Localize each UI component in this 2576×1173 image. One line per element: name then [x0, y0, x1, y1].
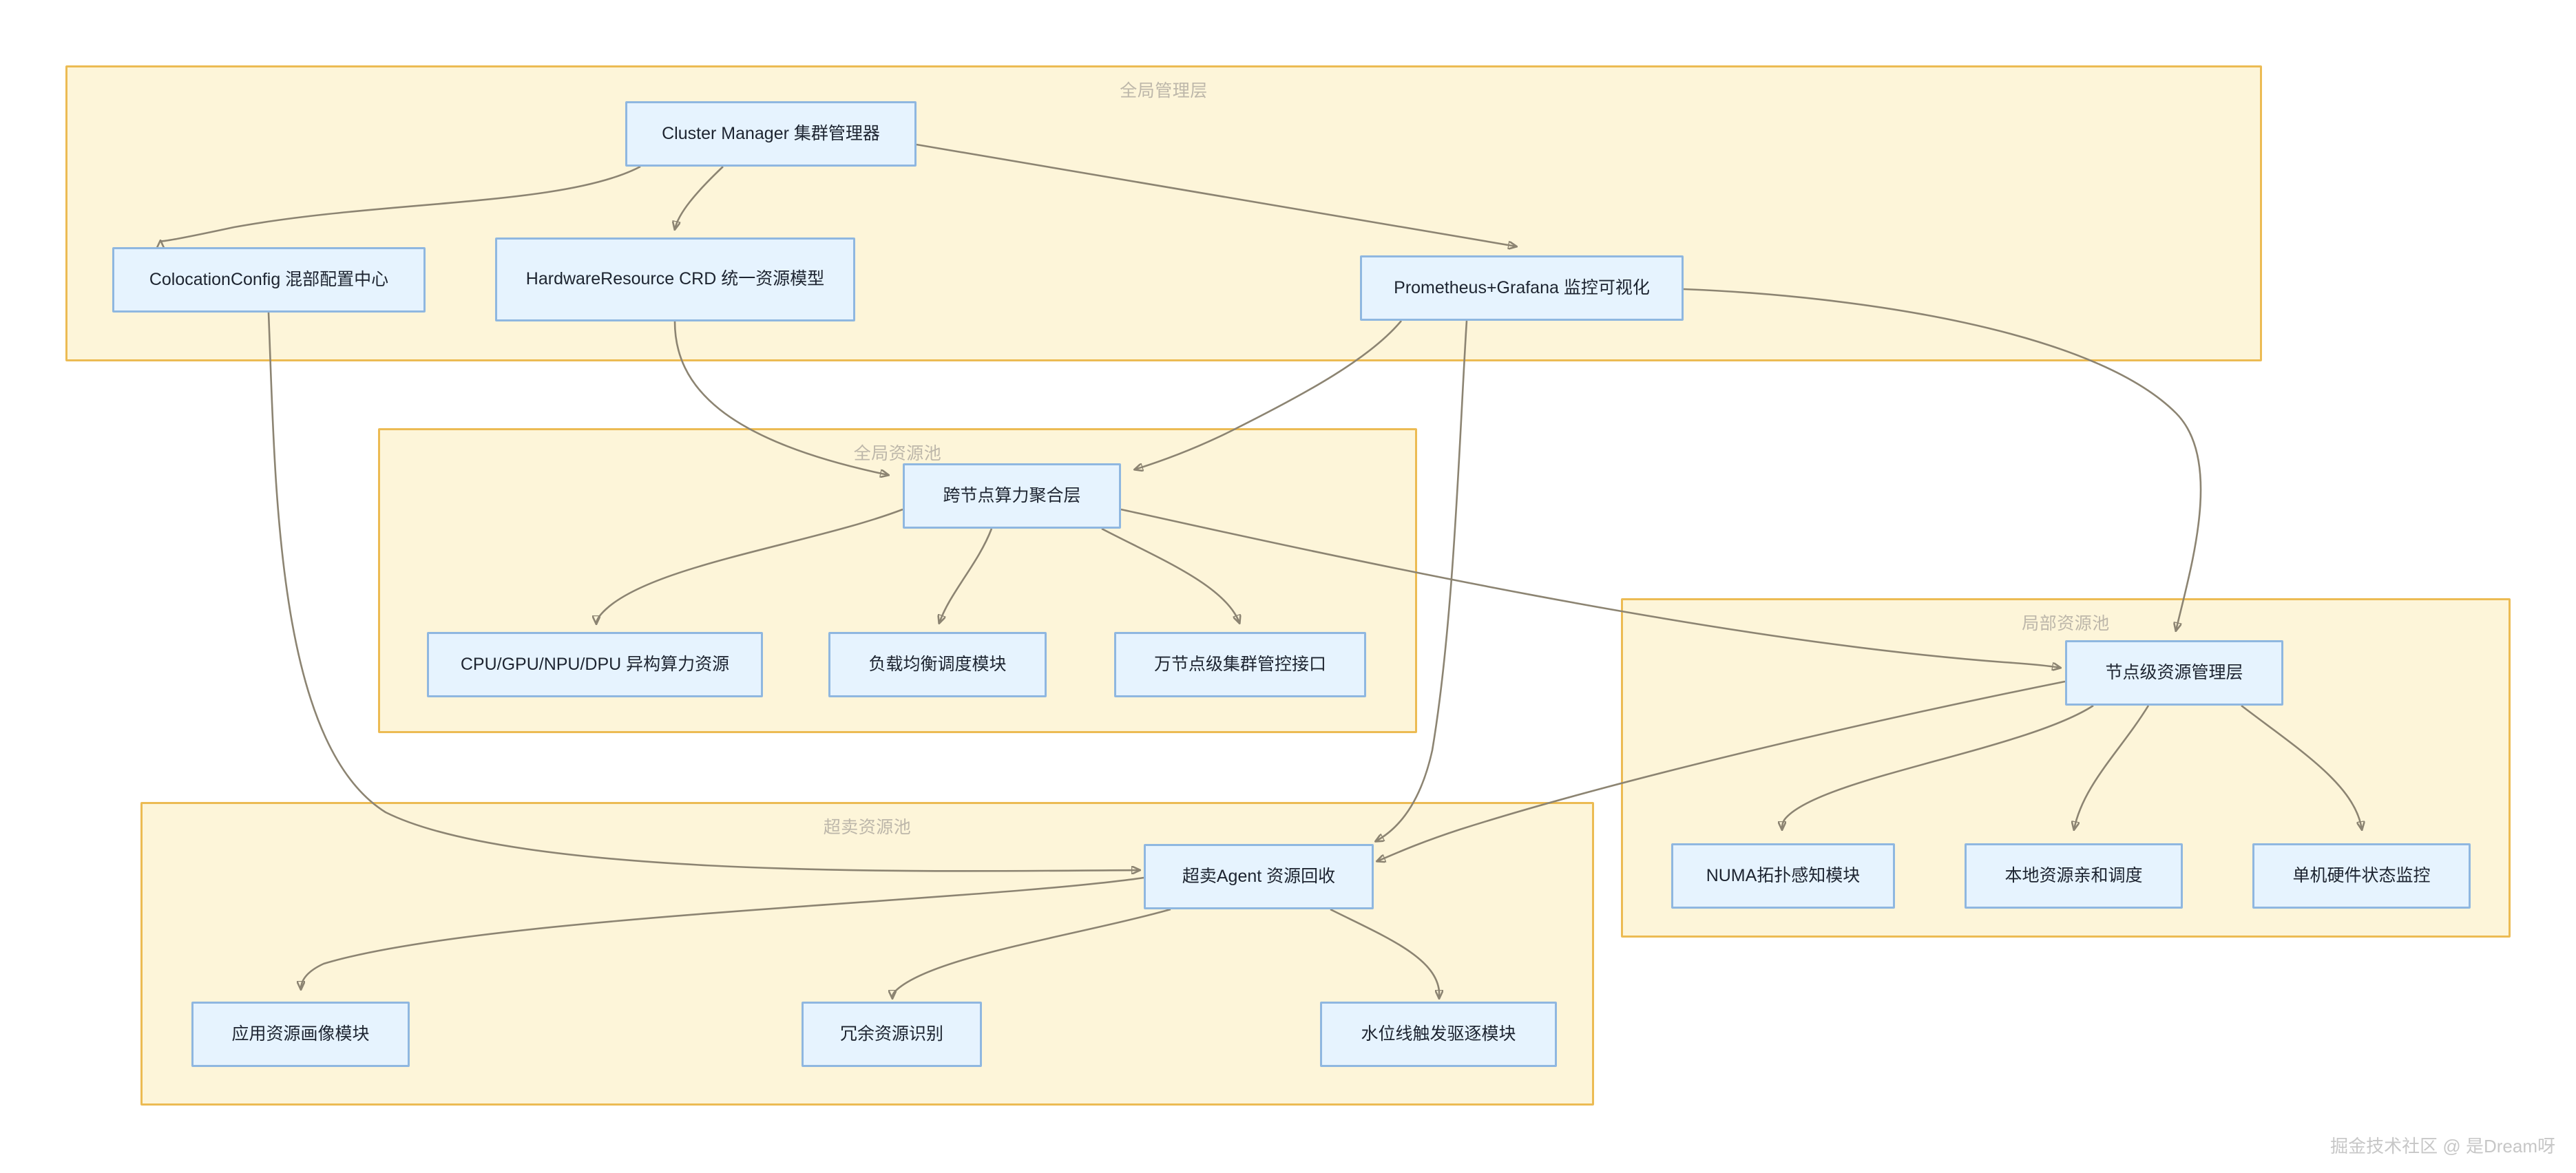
cluster-title-oversell-resource-pool: 超卖资源池	[823, 818, 912, 837]
node-hardware-state-monitor[interactable]: 单机硬件状态监控	[2252, 843, 2471, 909]
node-colocation-config[interactable]: ColocationConfig 混部配置中心	[112, 247, 426, 313]
node-heterogeneous-compute[interactable]: CPU/GPU/NPU/DPU 异构算力资源	[427, 632, 763, 697]
node-app-resource-profile[interactable]: 应用资源画像模块	[191, 1002, 410, 1067]
node-watermark-evict[interactable]: 水位线触发驱逐模块	[1320, 1002, 1557, 1067]
watermark-credit: 掘金技术社区 @ 是Dream呀	[2330, 1136, 2555, 1156]
node-redundant-resource-id[interactable]: 冗余资源识别	[802, 1002, 982, 1067]
cluster-title-global-resource-pool: 全局资源池	[853, 444, 942, 463]
node-hardware-resource-crd[interactable]: HardwareResource CRD 统一资源模型	[495, 237, 855, 321]
node-wan-node-control-api[interactable]: 万节点级集群管控接口	[1114, 632, 1366, 697]
node-cluster-manager[interactable]: Cluster Manager 集群管理器	[625, 101, 917, 167]
node-numa-topology-aware[interactable]: NUMA拓扑感知模块	[1671, 843, 1895, 909]
node-oversell-agent[interactable]: 超卖Agent 资源回收	[1144, 844, 1374, 909]
node-cross-node-compute[interactable]: 跨节点算力聚合层	[903, 463, 1121, 529]
node-load-balance-scheduler[interactable]: 负载均衡调度模块	[828, 632, 1047, 697]
node-local-affinity-sched[interactable]: 本地资源亲和调度	[1965, 843, 2183, 909]
cluster-title-global-management-layer: 全局管理层	[1120, 81, 1208, 101]
cluster-title-local-resource-pool: 局部资源池	[2022, 614, 2110, 633]
node-prometheus-grafana[interactable]: Prometheus+Grafana 监控可视化	[1360, 255, 1684, 321]
cluster-global-management-layer: 全局管理层	[65, 65, 2262, 361]
node-node-resource-manager[interactable]: 节点级资源管理层	[2065, 640, 2283, 706]
